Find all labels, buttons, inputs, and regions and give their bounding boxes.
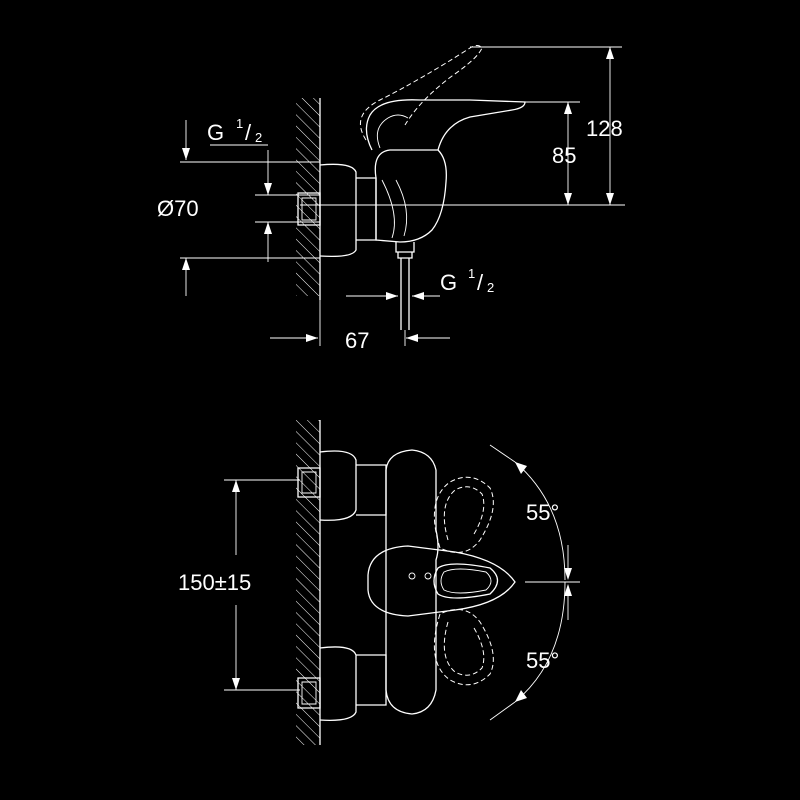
front-body [385, 449, 439, 715]
lever-raised-outline [359, 45, 483, 141]
valve-body [374, 149, 447, 243]
svg-text:/: / [245, 120, 252, 145]
height-128-label: 128 [586, 116, 623, 141]
wall-hatch-top [296, 98, 320, 296]
height-85-label: 85 [552, 143, 576, 168]
inlet-thread-denominator: 2 [255, 130, 262, 145]
lower-eccentric [297, 677, 321, 709]
inlet-thread-numerator: 1 [236, 116, 243, 131]
outlet-thread-numerator: 1 [468, 266, 475, 281]
outlet-thread-denominator: 2 [487, 280, 494, 295]
lever-rotated-up [433, 476, 494, 553]
spacing-label: 150±15 [178, 570, 251, 595]
angle-bottom-label: 55° [526, 648, 559, 673]
angle-top-label: 55° [526, 500, 559, 525]
angle-arc-top [514, 461, 566, 581]
lever-cap [365, 99, 526, 151]
lever-grip [433, 563, 499, 599]
outlet-connector [395, 242, 415, 330]
svg-text:/: / [477, 270, 484, 295]
outlet-thread-g: G [440, 270, 457, 295]
angle-arc-bottom [514, 581, 566, 703]
diameter-label: Ø70 [157, 196, 199, 221]
rosette [319, 163, 357, 258]
depth-67-label: 67 [345, 328, 369, 353]
front-lever [367, 545, 516, 617]
wall-connector [297, 192, 321, 226]
front-view: 55° 55° 150±15 [178, 420, 580, 745]
lever-rotated-down [433, 609, 494, 686]
upper-eccentric [297, 467, 321, 498]
inlet-thread-g: G [207, 120, 224, 145]
side-view: G 1 / 2 Ø70 128 85 67 G 1 / 2 [157, 45, 625, 353]
